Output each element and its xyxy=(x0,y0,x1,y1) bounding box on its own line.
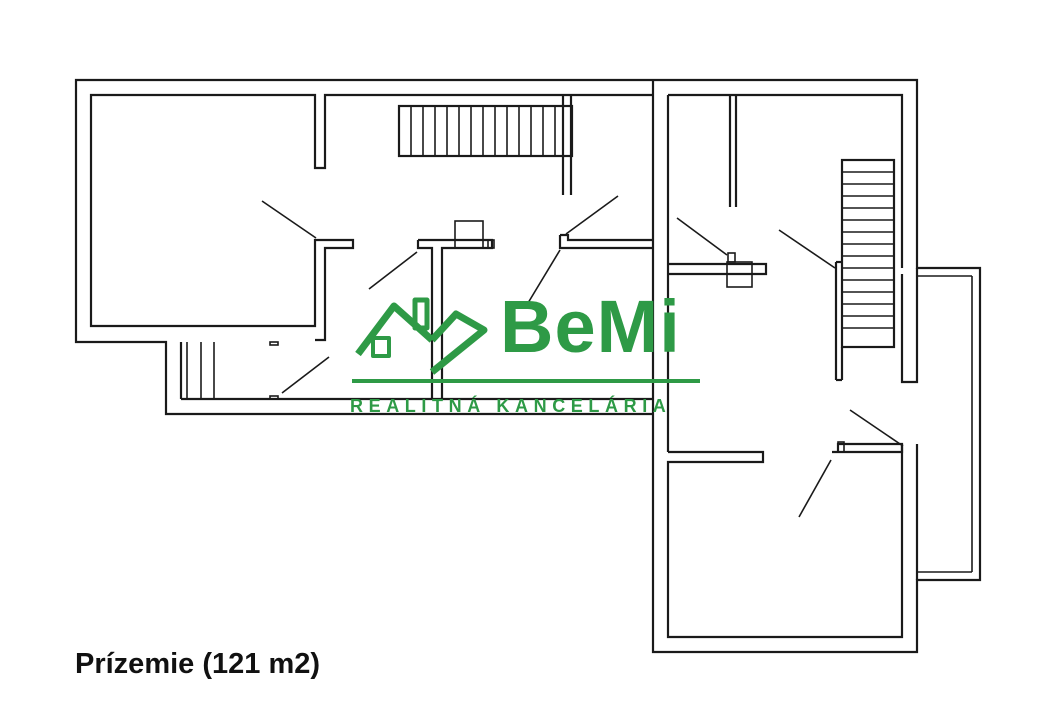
right-block-walls xyxy=(651,78,982,654)
left-interior-walls xyxy=(416,220,653,399)
floor-caption: Prízemie (121 m2) xyxy=(75,648,321,680)
watermark-subtitle: REALITNÁ KANCELÁRIA xyxy=(350,396,672,416)
watermark-brand: BeMi xyxy=(500,285,681,368)
right-doors xyxy=(676,217,904,518)
right-staircase xyxy=(834,158,896,382)
left-block-walls xyxy=(74,78,655,416)
house-roof-logo-icon xyxy=(355,297,488,375)
left-doors xyxy=(261,195,619,394)
watermark-rule xyxy=(352,379,700,383)
upper-staircase xyxy=(397,95,574,195)
